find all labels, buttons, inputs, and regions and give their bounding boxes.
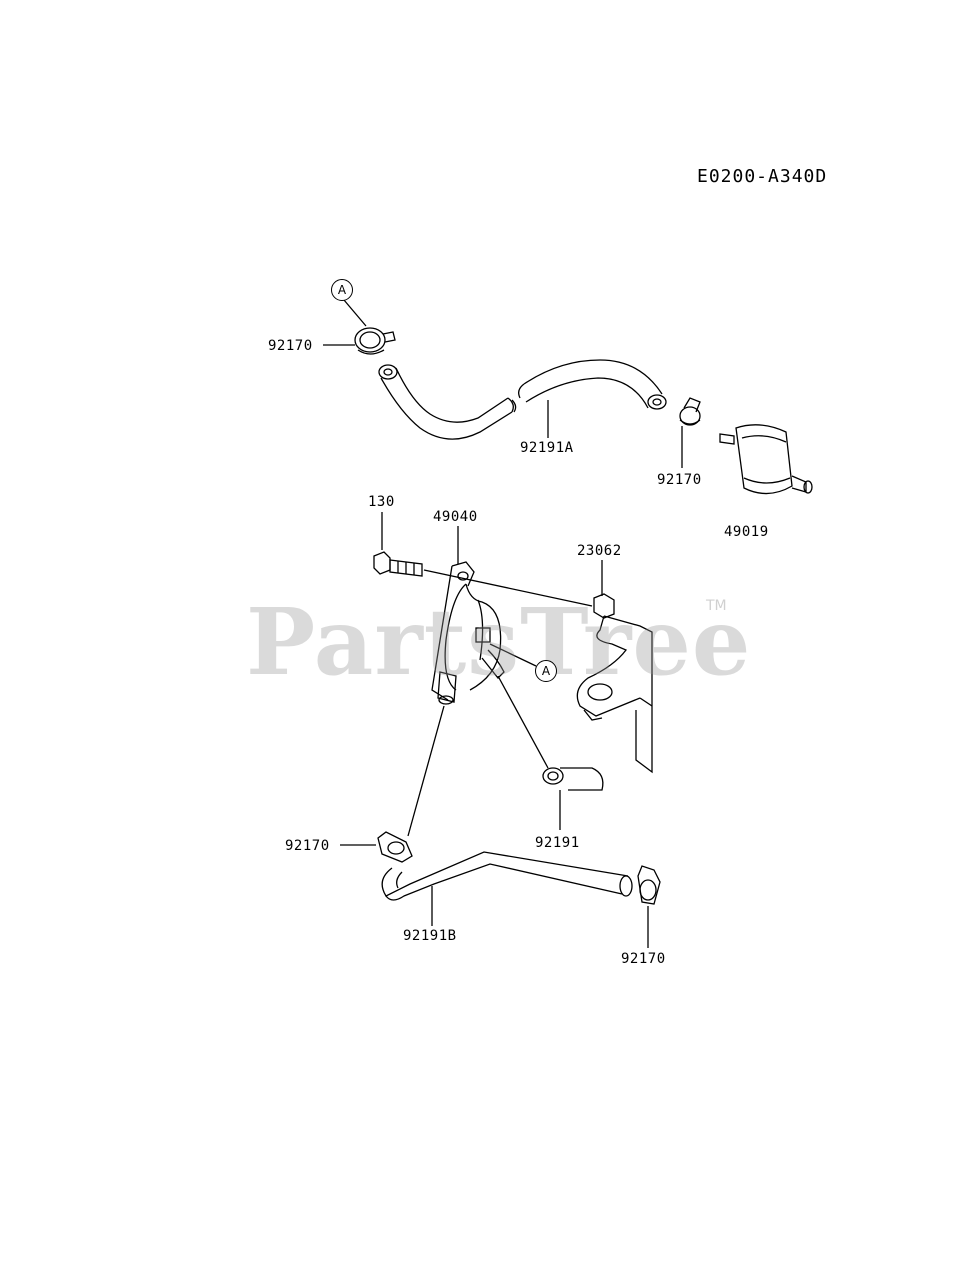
clamp-lower-left-drawing: [377, 831, 413, 863]
part-label-clamp-lower-left[interactable]: 92170: [285, 838, 330, 854]
part-label-hose-upper[interactable]: 92191A: [520, 440, 574, 456]
ref-a-leader-top: [343, 299, 367, 327]
hose-lower-drawing: [381, 851, 633, 901]
part-label-clamp-top-left[interactable]: 92170: [268, 338, 313, 354]
hose-upper-right-drawing: [518, 359, 667, 410]
bolt-drawing: [373, 551, 423, 577]
part-label-hose-lower[interactable]: 92191B: [403, 928, 457, 944]
diagram-code: E0200-A340D: [697, 166, 828, 187]
part-label-bolt[interactable]: 130: [368, 494, 395, 510]
bracket-drawing: [576, 593, 653, 774]
reference-marker-lower[interactable]: A: [535, 660, 557, 682]
watermark-text: PartsTree: [246, 588, 752, 696]
leader-hose-short-top: [497, 675, 549, 769]
part-label-hose-short[interactable]: 92191: [535, 835, 580, 851]
clamp-upper-right-drawing: [679, 397, 701, 426]
part-label-clamp-lower-right[interactable]: 92170: [621, 951, 666, 967]
part-label-fuel-filter[interactable]: 49019: [724, 524, 769, 540]
watermark-trademark: TM: [706, 598, 727, 614]
clamp-top-left-drawing: [354, 327, 396, 355]
part-label-clamp-upper-right[interactable]: 92170: [657, 472, 702, 488]
part-label-bracket[interactable]: 23062: [577, 543, 622, 559]
ref-a-leader-lower: [489, 643, 537, 667]
clamp-lower-right-drawing: [637, 865, 661, 905]
fuel-filter-drawing: [719, 424, 813, 495]
hose-upper-left-drawing: [378, 364, 517, 440]
part-label-fuel-pump[interactable]: 49040: [433, 509, 478, 525]
reference-marker-top[interactable]: A: [331, 279, 353, 301]
pump-to-clamp-line: [407, 705, 445, 837]
bolt-axis-line: [423, 569, 593, 607]
hose-short-drawing: [542, 767, 604, 791]
fuel-pump-drawing: [431, 561, 505, 705]
